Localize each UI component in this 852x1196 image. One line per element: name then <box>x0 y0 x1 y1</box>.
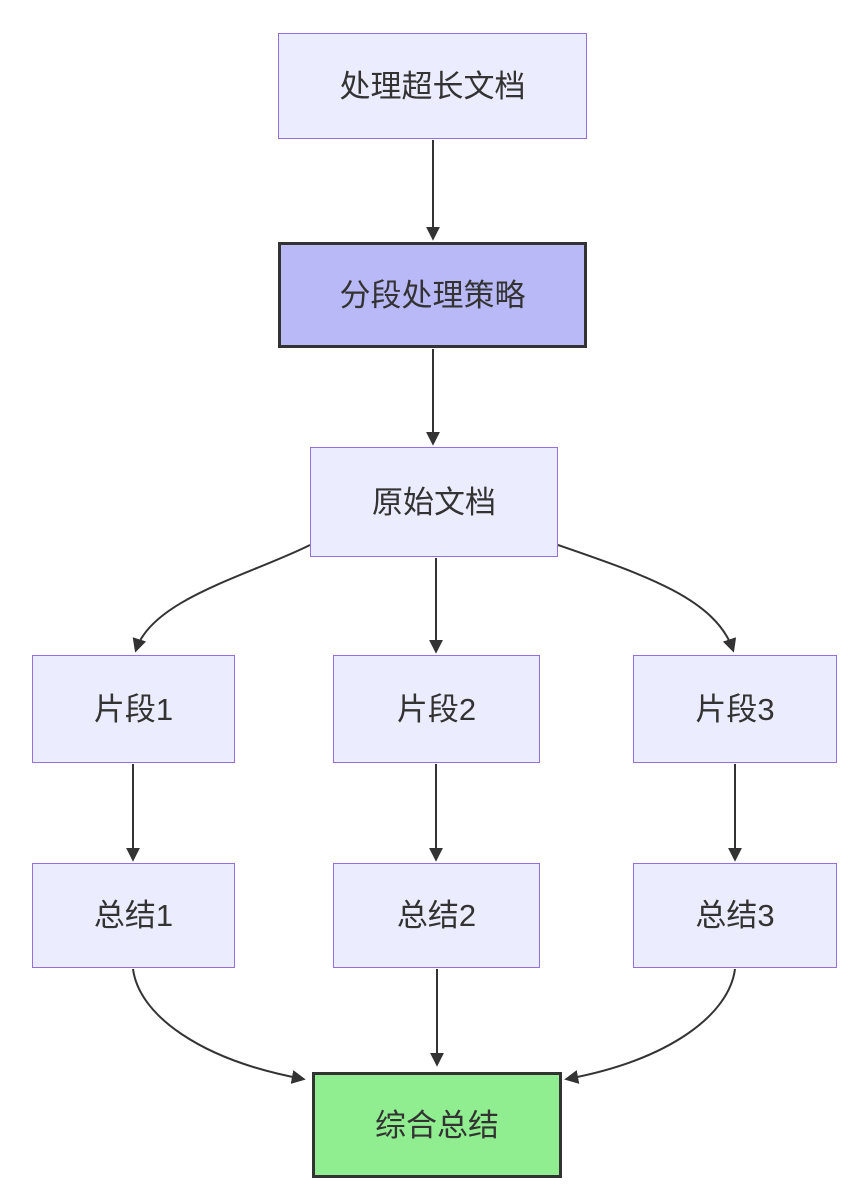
edge-summary3-to-final <box>564 968 736 1084</box>
node-summary2: 总结2 <box>333 863 540 968</box>
edge-original-to-fragment1 <box>132 544 311 653</box>
node-fragment1: 片段1 <box>32 655 235 763</box>
node-fragment2: 片段2 <box>333 655 540 763</box>
node-summary1: 总结1 <box>32 863 235 968</box>
node-summary3: 总结3 <box>633 863 837 968</box>
node-final-summary: 综合总结 <box>312 1072 562 1178</box>
node-strategy: 分段处理策略 <box>278 242 587 348</box>
node-process-doc: 处理超长文档 <box>278 33 587 139</box>
edge-summary1-to-final <box>132 968 306 1084</box>
edge-original-to-fragment3 <box>557 544 737 653</box>
node-original-doc: 原始文档 <box>310 447 558 557</box>
node-fragment3: 片段3 <box>633 655 837 763</box>
